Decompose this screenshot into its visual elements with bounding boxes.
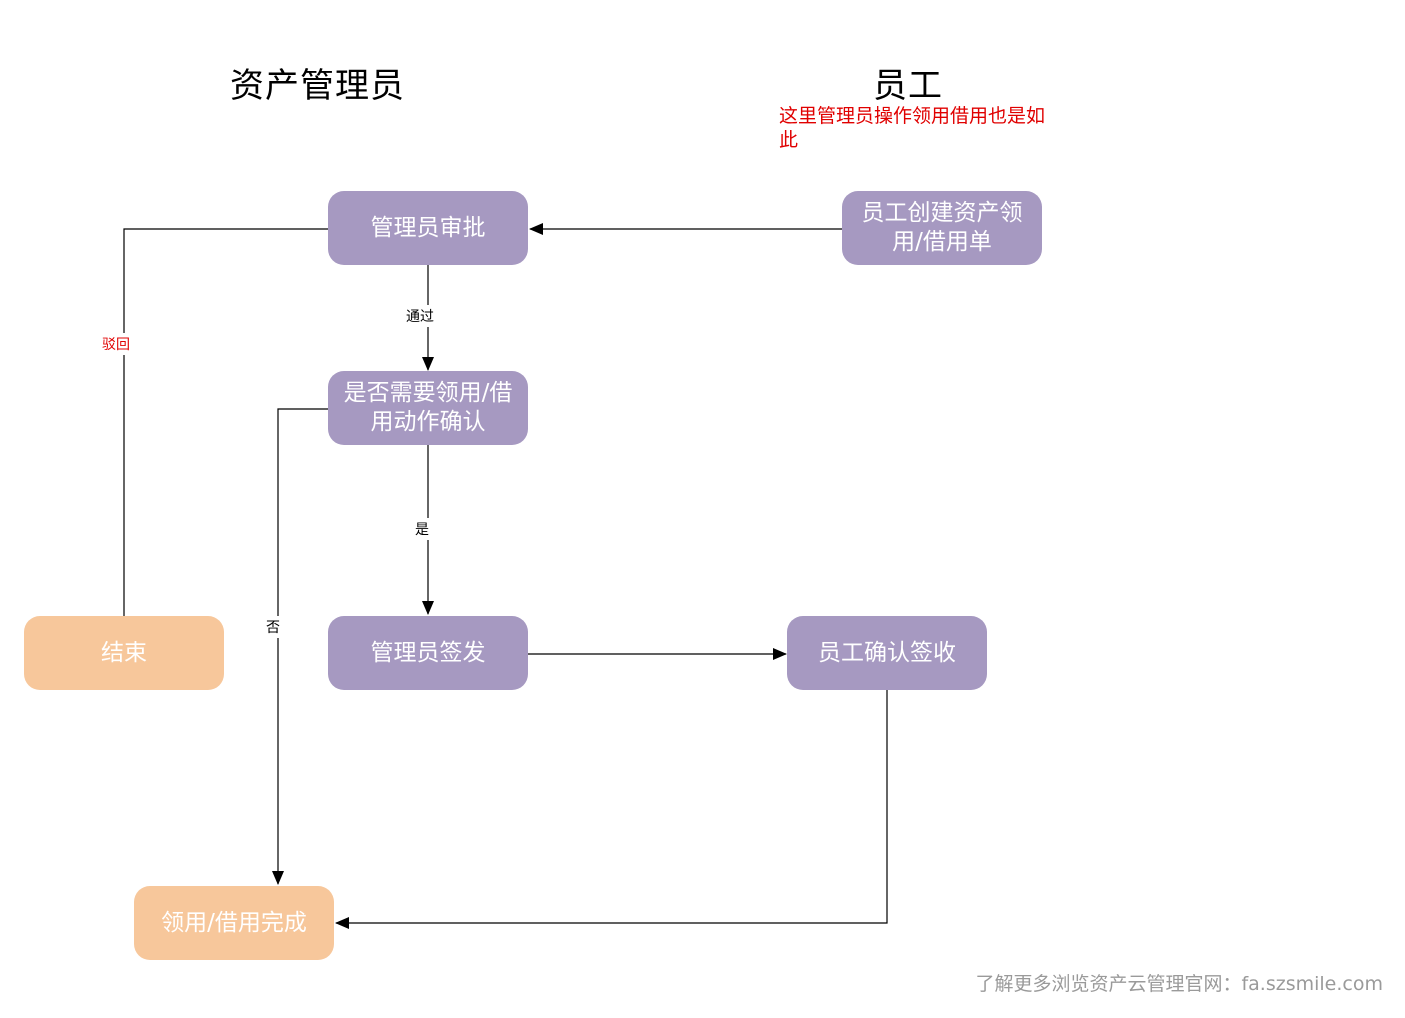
node-need-confirm: 是否需要领用/借用动作确认 xyxy=(328,371,528,445)
footer-website-link[interactable]: 了解更多浏览资产云管理官网：fa.szsmile.com xyxy=(975,973,1383,995)
node-admin-approve-label: 管理员审批 xyxy=(370,214,486,241)
node-complete: 领用/借用完成 xyxy=(134,886,334,960)
edge-receive-to-complete xyxy=(335,690,888,929)
edge-label-reject: 驳回 xyxy=(100,333,132,355)
edge-label-yes: 是 xyxy=(413,518,431,540)
node-employee-receive: 员工确认签收 xyxy=(787,616,987,690)
node-employee-receive-label: 员工确认签收 xyxy=(818,639,956,666)
node-end: 结束 xyxy=(24,616,224,690)
lane-title-employee: 员工 xyxy=(873,66,943,106)
node-admin-issue: 管理员签发 xyxy=(328,616,528,690)
edge-label-pass: 通过 xyxy=(404,305,436,327)
edge-confirm-to-complete xyxy=(272,408,328,885)
node-end-label: 结束 xyxy=(101,639,147,666)
edge-label-no: 否 xyxy=(264,616,282,638)
annotation-note: 这里管理员操作领用借用也是如此 xyxy=(779,105,1046,151)
node-employee-create: 员工创建资产领用/借用单 xyxy=(842,191,1042,265)
lane-title-admin: 资产管理员 xyxy=(230,66,405,106)
node-employee-create-label: 员工创建资产领用/借用单 xyxy=(861,200,1023,255)
node-admin-issue-label: 管理员签发 xyxy=(370,639,486,666)
node-need-confirm-label: 是否需要领用/借用动作确认 xyxy=(343,380,513,435)
node-admin-approve: 管理员审批 xyxy=(328,191,528,265)
node-complete-label: 领用/借用完成 xyxy=(161,909,307,936)
edge-approve-to-end xyxy=(123,228,328,616)
